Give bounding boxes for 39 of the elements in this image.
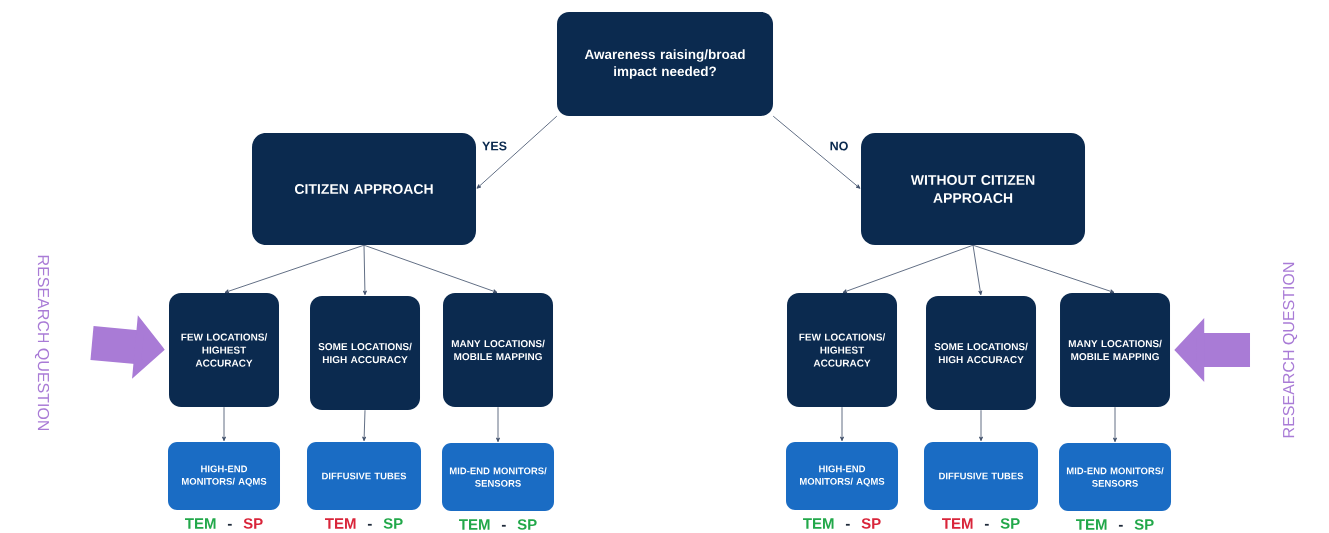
method-label: TEM - SP — [459, 519, 537, 530]
result-box: DIFFUSIVE TUBES — [924, 442, 1038, 510]
arrow — [362, 409, 367, 442]
method-label: TEM - SP — [185, 518, 263, 529]
arrow — [363, 244, 498, 294]
rotated-label: RESEARCH QUESTION — [1282, 262, 1298, 438]
process-box: WITHOUT CITIZEN APPROACH — [861, 133, 1085, 245]
result-box: MID-END MONITORS/ SENSORS — [442, 443, 554, 511]
arrow — [476, 115, 558, 189]
arrow — [772, 115, 861, 189]
arrow — [222, 406, 226, 442]
rotated-label: RESEARCH QUESTION — [34, 255, 50, 431]
method-label: TEM - SP — [803, 518, 881, 529]
process-box: FEW LOCATIONS/ HIGHEST ACCURACY — [169, 293, 279, 407]
arrow — [972, 244, 1115, 294]
process-box: Awareness raising/broad impact needed? — [557, 12, 773, 116]
arrow — [842, 244, 974, 294]
result-box: HIGH-END MONITORS/ AQMS — [168, 442, 280, 510]
process-box: MANY LOCATIONS/ MOBILE MAPPING — [443, 293, 553, 407]
arrow — [840, 406, 844, 442]
process-box: MANY LOCATIONS/ MOBILE MAPPING — [1060, 293, 1170, 407]
result-box: MID-END MONITORS/ SENSORS — [1059, 443, 1171, 511]
method-label: TEM - SP — [325, 518, 403, 529]
result-box: DIFFUSIVE TUBES — [307, 442, 421, 510]
arrow — [1113, 406, 1117, 443]
arrow — [224, 244, 365, 294]
arrow — [362, 244, 367, 296]
process-box: SOME LOCATIONS/ HIGH ACCURACY — [926, 296, 1036, 410]
result-box: HIGH-END MONITORS/ AQMS — [786, 442, 898, 510]
method-label: TEM - SP — [942, 518, 1020, 529]
process-box: SOME LOCATIONS/ HIGH ACCURACY — [310, 296, 420, 410]
process-box: CITIZEN APPROACH — [252, 133, 476, 245]
arrow — [496, 406, 500, 443]
arrow — [972, 244, 983, 296]
method-label: TEM - SP — [1076, 519, 1154, 530]
edge-label: NO — [828, 140, 850, 152]
edge-label: YES — [480, 140, 509, 152]
arrow — [979, 409, 983, 442]
process-box: FEW LOCATIONS/ HIGHEST ACCURACY — [787, 293, 897, 407]
